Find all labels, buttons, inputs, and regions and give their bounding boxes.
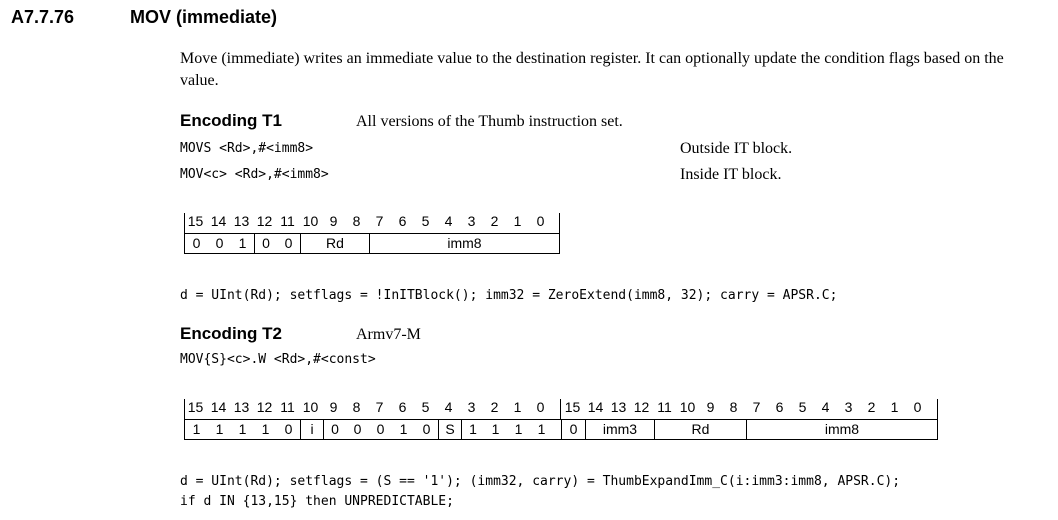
field-bit: 0 <box>215 235 224 251</box>
bit-number: 2 <box>490 399 499 415</box>
bit-number: 14 <box>587 399 604 415</box>
bit-number: 1 <box>513 399 522 415</box>
section-title: MOV (immediate) <box>130 7 278 27</box>
field-bit: 1 <box>399 421 408 437</box>
encoding-t2-title: Encoding T2 <box>180 324 282 343</box>
field-bit: 0 <box>284 421 293 437</box>
bit-number: 15 <box>187 213 204 229</box>
field-bit: 1 <box>192 421 201 437</box>
bit-number: 9 <box>329 399 338 415</box>
t1-pseudocode-line: d = UInt(Rd); setflags = !InITBlock(); i… <box>180 288 838 303</box>
bit-number: 7 <box>752 399 761 415</box>
field-bit: 0 <box>561 420 585 439</box>
field-bit: 1 <box>215 421 224 437</box>
bit-number: 11 <box>657 399 672 415</box>
bit-number: 12 <box>256 399 273 415</box>
bit-number: 3 <box>467 213 476 229</box>
bit-number: 0 <box>536 213 545 229</box>
bit-number: 11 <box>280 399 295 415</box>
bit-number: 3 <box>467 399 476 415</box>
bit-number: 6 <box>775 399 784 415</box>
bit-number: 6 <box>398 213 407 229</box>
t1-syntax-movs-note: Outside IT block. <box>680 140 793 157</box>
field-bit: 1 <box>537 421 546 437</box>
bit-number: 6 <box>398 399 407 415</box>
bit-number: 0 <box>536 399 545 415</box>
bit-number: 8 <box>352 399 361 415</box>
bit-number: 0 <box>913 399 922 415</box>
field-bit: 0 <box>284 235 293 251</box>
bit-number: 8 <box>729 399 738 415</box>
field-bit: 0 <box>376 421 385 437</box>
bit-number: 3 <box>844 399 853 415</box>
bit-number: 2 <box>490 213 499 229</box>
field-s: S <box>438 420 461 439</box>
field-imm3: imm3 <box>585 420 654 439</box>
field-bit: 1 <box>261 421 270 437</box>
t2-pseudocode-line: if d IN {13,15} then UNPREDICTABLE; <box>180 494 454 509</box>
field-rd: Rd <box>654 420 746 439</box>
field-bit: 1 <box>514 421 523 437</box>
field-i: i <box>300 420 323 439</box>
bit-number: 8 <box>352 213 361 229</box>
field-bit: 0 <box>422 421 431 437</box>
field-imm8: imm8 <box>369 234 559 253</box>
bit-number: 10 <box>302 213 319 229</box>
bit-number: 13 <box>233 399 250 415</box>
t1-encoding-diagram: 15 14 13 12 11 10 9 8 7 6 5 4 3 2 1 0 0 … <box>184 213 560 254</box>
bit-number: 9 <box>706 399 715 415</box>
field-bit: 1 <box>461 420 484 439</box>
encoding-t2-note: Armv7-M <box>356 326 421 343</box>
bit-number: 2 <box>867 399 876 415</box>
bit-number: 5 <box>798 399 807 415</box>
t2-syntax: MOV{S}<c>.W <Rd>,#<const> <box>180 352 376 367</box>
bit-number: 13 <box>233 213 250 229</box>
bit-number: 5 <box>421 213 430 229</box>
bit-number: 1 <box>513 213 522 229</box>
field-bit: 0 <box>254 234 277 253</box>
bit-number: 12 <box>256 213 273 229</box>
bit-number: 13 <box>610 399 627 415</box>
t1-bit-numbers: 15 14 13 12 11 10 9 8 7 6 5 4 3 2 1 0 <box>184 213 560 233</box>
bit-number: 15 <box>564 399 581 415</box>
encoding-t1-title: Encoding T1 <box>180 111 282 130</box>
bit-number: 4 <box>821 399 830 415</box>
t2-encoding-diagram: 15 14 13 12 11 10 9 8 7 6 5 4 3 2 1 0 15… <box>184 399 938 440</box>
field-bit: 0 <box>192 235 201 251</box>
bit-number: 12 <box>633 399 650 415</box>
bit-number: 14 <box>210 213 227 229</box>
bit-number: 10 <box>302 399 319 415</box>
bit-number: 4 <box>444 399 453 415</box>
bit-number: 7 <box>375 213 384 229</box>
field-rd: Rd <box>300 234 369 253</box>
section-description: Move (immediate) writes an immediate val… <box>180 50 1004 89</box>
t1-syntax-mov: MOV<c> <Rd>,#<imm8> <box>180 167 329 182</box>
section-number: A7.7.76 <box>11 7 75 27</box>
bit-number: 11 <box>280 213 295 229</box>
bit-number: 4 <box>444 213 453 229</box>
field-bit: 1 <box>238 421 247 437</box>
t1-syntax-mov-note: Inside IT block. <box>680 166 782 183</box>
bit-number: 14 <box>210 399 227 415</box>
field-bit: 1 <box>491 421 500 437</box>
t2-field-row: 1 1 1 1 0 i 0 0 0 1 0 S 1 1 1 1 0 imm3 R… <box>184 419 938 440</box>
field-imm8: imm8 <box>746 420 937 439</box>
t2-pseudocode-line: d = UInt(Rd); setflags = (S == '1'); (im… <box>180 474 901 489</box>
bit-number: 1 <box>890 399 899 415</box>
bit-number: 15 <box>187 399 204 415</box>
field-bit: 0 <box>323 420 346 439</box>
encoding-t1-note: All versions of the Thumb instruction se… <box>356 113 623 130</box>
bit-number: 10 <box>679 399 696 415</box>
bit-number: 7 <box>375 399 384 415</box>
field-bit: 0 <box>353 421 362 437</box>
t2-bit-numbers: 15 14 13 12 11 10 9 8 7 6 5 4 3 2 1 0 15… <box>184 399 938 419</box>
field-bit: 1 <box>238 235 247 251</box>
t1-syntax-movs: MOVS <Rd>,#<imm8> <box>180 141 314 156</box>
t1-field-row: 0 0 1 0 0 Rd imm8 <box>184 233 560 254</box>
bit-number: 5 <box>421 399 430 415</box>
bit-number: 9 <box>329 213 338 229</box>
